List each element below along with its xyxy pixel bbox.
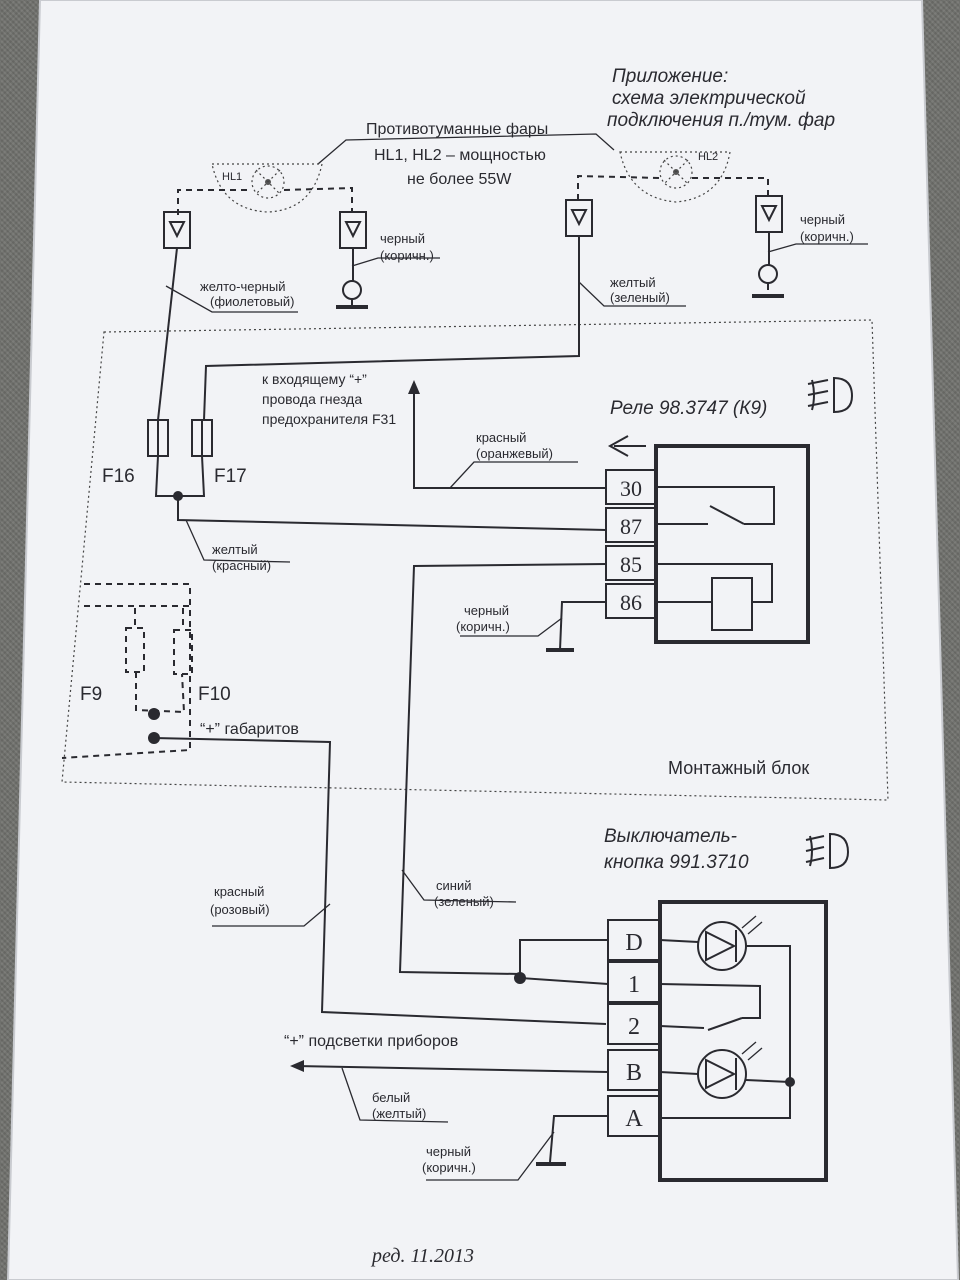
mounting-block-label: Монтажный блок <box>668 758 809 778</box>
relay-coil <box>711 577 753 631</box>
note-incoming-2: провода гнезда <box>262 391 362 407</box>
wire-label-blue-green-2: (зеленый) <box>434 894 494 909</box>
switch-title-2: кнопка 991.3710 <box>604 852 749 873</box>
relay-k9: 30 87 85 86 <box>605 444 810 644</box>
hl1-label: HL1 <box>222 171 242 183</box>
wire-label-black-switch-2: (коричн.) <box>422 1160 476 1175</box>
switch-pin-1: 1 <box>628 972 640 998</box>
wire-label-yellow-hl2-2: (зеленый) <box>610 290 670 305</box>
connector-icon <box>607 435 646 457</box>
note-incoming-1: к входящему “+” <box>262 371 367 387</box>
relay-title: Реле 98.3747 (К9) <box>610 398 767 419</box>
switch-pin-a: A <box>625 1106 643 1132</box>
wire-label-white-yellow-1: белый <box>372 1090 410 1105</box>
ground-icon <box>336 280 368 309</box>
wire-label-black-hl2-1: черный <box>800 212 845 227</box>
fog-light-icon <box>805 832 850 870</box>
switch-title-1: Выключатель- <box>604 826 737 847</box>
paper-sheet <box>8 0 958 1280</box>
fuse-f16-label: F16 <box>102 466 135 487</box>
fog-lamps-title: Противотуманные фары <box>366 121 548 138</box>
led-icon <box>697 915 763 971</box>
note-instrument-light: “+” подсветки приборов <box>284 1033 458 1050</box>
appendix-heading: Приложение: схема электрической подключе… <box>607 66 835 131</box>
wire-label-black-hl1-1: черный <box>380 231 425 246</box>
note-dimensions: “+” габаритов <box>200 721 299 738</box>
switch-pin-d: D <box>625 930 642 956</box>
ground-icon <box>752 264 784 298</box>
wire-label-yellow-black-1: желто-черный <box>200 279 285 294</box>
note-incoming-3: предохранителя F31 <box>262 411 396 427</box>
wire-label-black-switch-1: черный <box>426 1144 471 1159</box>
revision-footer: ред. 11.2013 <box>370 1245 474 1267</box>
wire-label-yellow-hl2-1: желтый <box>610 275 656 290</box>
wire-label-yellow-red-1: желтый <box>212 542 258 557</box>
wire-label-yellow-black-2: (фиолетовый) <box>210 294 295 309</box>
fuse-f17-label: F17 <box>214 466 247 487</box>
relay-contact <box>709 505 745 525</box>
wire-label-red-orange-2: (оранжевый) <box>476 446 553 461</box>
relay-pin-87: 87 <box>620 514 642 539</box>
relay-pin-85: 85 <box>620 552 642 577</box>
fuse-f10-label: F10 <box>198 684 231 705</box>
fog-lamps-caption: Противотуманные фары HL1, HL2 – мощность… <box>317 121 615 188</box>
wire-label-red-pink-1: красный <box>214 884 264 899</box>
relay-pin-30: 30 <box>620 476 642 501</box>
wire-label-black-hl1-2: (коричн.) <box>380 248 434 263</box>
relay-pin-86: 86 <box>620 590 642 615</box>
mounting-block-boundary <box>61 319 889 801</box>
fog-light-icon <box>807 376 854 414</box>
switch-pin-2: 2 <box>628 1014 640 1040</box>
switch-991-3710: D 1 2 B A <box>607 900 828 1182</box>
wire-label-black-relay-2: (коричн.) <box>456 619 510 634</box>
fuse-f9-label: F9 <box>80 684 102 705</box>
hl2-label: HL2 <box>698 151 718 163</box>
fog-lamps-power: HL1, HL2 – мощностью <box>374 147 546 164</box>
lamp-hl2: HL2 <box>577 151 769 203</box>
wire-label-black-relay-1: черный <box>464 603 509 618</box>
wire-label-black-hl2-2: (коричн.) <box>800 229 854 244</box>
appendix-line-1: Приложение: <box>612 66 728 87</box>
lamp-hl1: HL1 <box>177 163 353 215</box>
wire-label-red-orange-1: красный <box>476 430 526 445</box>
appendix-line-2: схема электрической <box>612 88 806 109</box>
fuse-f17: F17 <box>191 419 247 487</box>
switch-pin-b: B <box>626 1060 642 1086</box>
wire-label-blue-green-1: синий <box>436 878 471 893</box>
wire-label-red-pink-2: (розовый) <box>210 902 270 917</box>
switch-contact <box>707 1017 743 1031</box>
fog-lamps-limit: не более 55W <box>407 171 512 188</box>
fuses-f9-f10: F9 F10 <box>61 583 231 759</box>
wire-label-white-yellow-2: (желтый) <box>372 1106 426 1121</box>
appendix-line-3: подключения п./тум. фар <box>607 110 835 131</box>
wire-label-yellow-red-2: (красный) <box>212 558 271 573</box>
